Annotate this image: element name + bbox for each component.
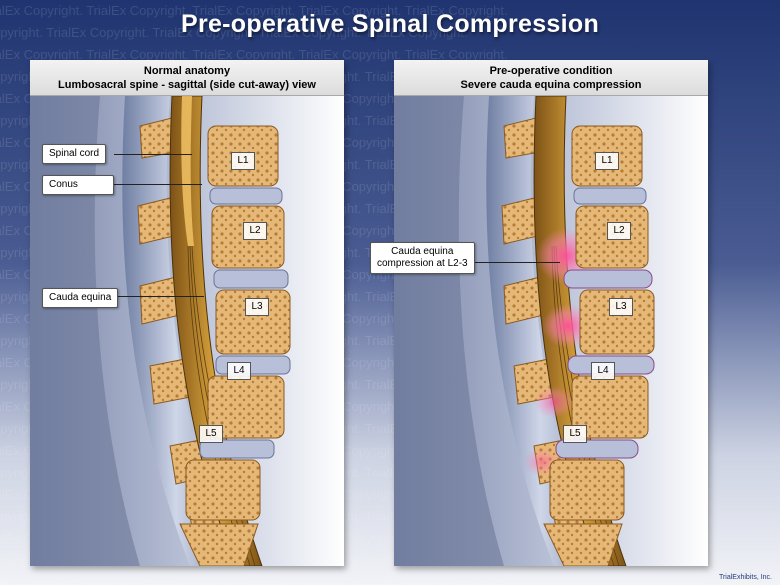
pre-operative-panel: Pre-operative condition Severe cauda equ… [370, 60, 708, 566]
cauda-equina-callout: Cauda equina [42, 288, 119, 308]
conus-leader [114, 184, 202, 185]
vertebra-label-l4: L4 [227, 362, 251, 380]
normal-anatomy-header: Normal anatomy Lumbosacral spine - sagit… [30, 60, 344, 96]
vertebra-label-l3: L3 [609, 298, 633, 316]
normal-anatomy-heading: Normal anatomy [143, 65, 231, 77]
vertebra-label-l5: L5 [199, 425, 223, 443]
vertebra-label-l1: L1 [231, 152, 255, 170]
spinal-cord-shape [181, 96, 194, 246]
posterior-tissue [30, 96, 140, 566]
vertebra-label-l2: L2 [607, 222, 631, 240]
spinal-canal [169, 96, 263, 566]
normal-anatomy-subheading: Lumbosacral spine - sagittal (side cut-a… [58, 79, 316, 91]
spinal-cord-leader [114, 154, 192, 155]
vertebra-label-l2: L2 [243, 222, 267, 240]
spinal-cord-callout: Spinal cord [42, 144, 107, 164]
pre-operative-header: Pre-operative condition Severe cauda equ… [394, 60, 708, 96]
vertebra-label-l3: L3 [245, 298, 269, 316]
compression-callout-line1: Cauda equina [391, 246, 454, 257]
cauda-equina-leader [114, 296, 204, 297]
normal-anatomy-panel: Normal anatomy Lumbosacral spine - sagit… [30, 60, 344, 566]
compression-leader [468, 262, 560, 263]
posterior-tissue [394, 96, 504, 566]
compressed-spine-svg [394, 96, 708, 566]
page-title: Pre-operative Spinal Compression [180, 10, 600, 38]
spinal-canal [533, 96, 627, 566]
compression-callout-line2: compression at L2-3 [377, 258, 468, 269]
pre-operative-heading: Pre-operative condition [489, 65, 613, 77]
vertebra-label-l4: L4 [591, 362, 615, 380]
trialex-logo: TrialExhibits, Inc. [718, 574, 772, 581]
vertebra-label-l1: L1 [595, 152, 619, 170]
normal-spine-svg [30, 96, 344, 566]
compression-callout: Cauda equina compression at L2-3 [370, 242, 475, 274]
conus-callout: Conus [42, 175, 114, 195]
vertebra-label-l5: L5 [563, 425, 587, 443]
pre-operative-subheading: Severe cauda equina compression [460, 79, 642, 91]
normal-spine-illustration: L1 L2 L3 L4 L5 [30, 96, 344, 566]
compressed-spine-illustration: L1 L2 L3 L4 L5 [394, 96, 708, 566]
